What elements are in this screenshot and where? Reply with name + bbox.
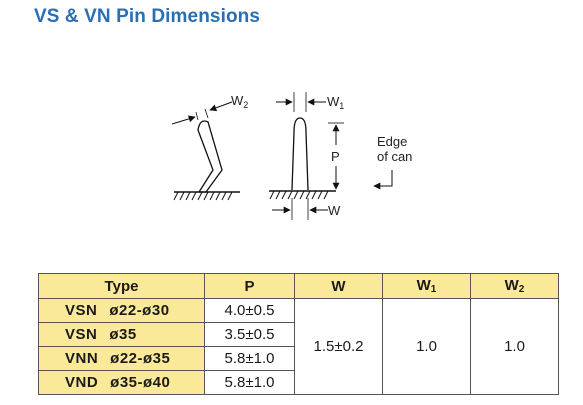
w-label: W [328,203,341,218]
header-p: P [204,273,295,299]
header-w2: W2 [470,273,559,299]
header-w1: W1 [382,273,471,299]
p-label: P [331,149,340,164]
table-header-row: Type P W W1 W2 [38,273,559,299]
pin-dimension-diagram: W2 W1 P W Edge of can [171,92,412,220]
w1-cell: 1.0 [382,298,471,395]
w1-label: W1 [327,94,344,111]
straight-pin-drawing [269,92,393,220]
header-w: W [294,273,383,299]
p-cell: 3.5±0.5 [204,322,295,347]
p-cell: 5.8±1.0 [204,370,295,395]
w2-cell: 1.0 [470,298,559,395]
bent-pin-drawing [171,101,240,201]
p-cell: 5.8±1.0 [204,346,295,371]
p-cell: 4.0±0.5 [204,298,295,323]
edge-of-can-label-line1: Edge [377,134,407,149]
edge-of-can-label-line2: of can [377,149,412,164]
w-cell: 1.5±0.2 [294,298,383,395]
page-title: VS & VN Pin Dimensions [34,6,261,27]
w2-label: W2 [231,93,248,110]
header-type: Type [38,273,205,299]
